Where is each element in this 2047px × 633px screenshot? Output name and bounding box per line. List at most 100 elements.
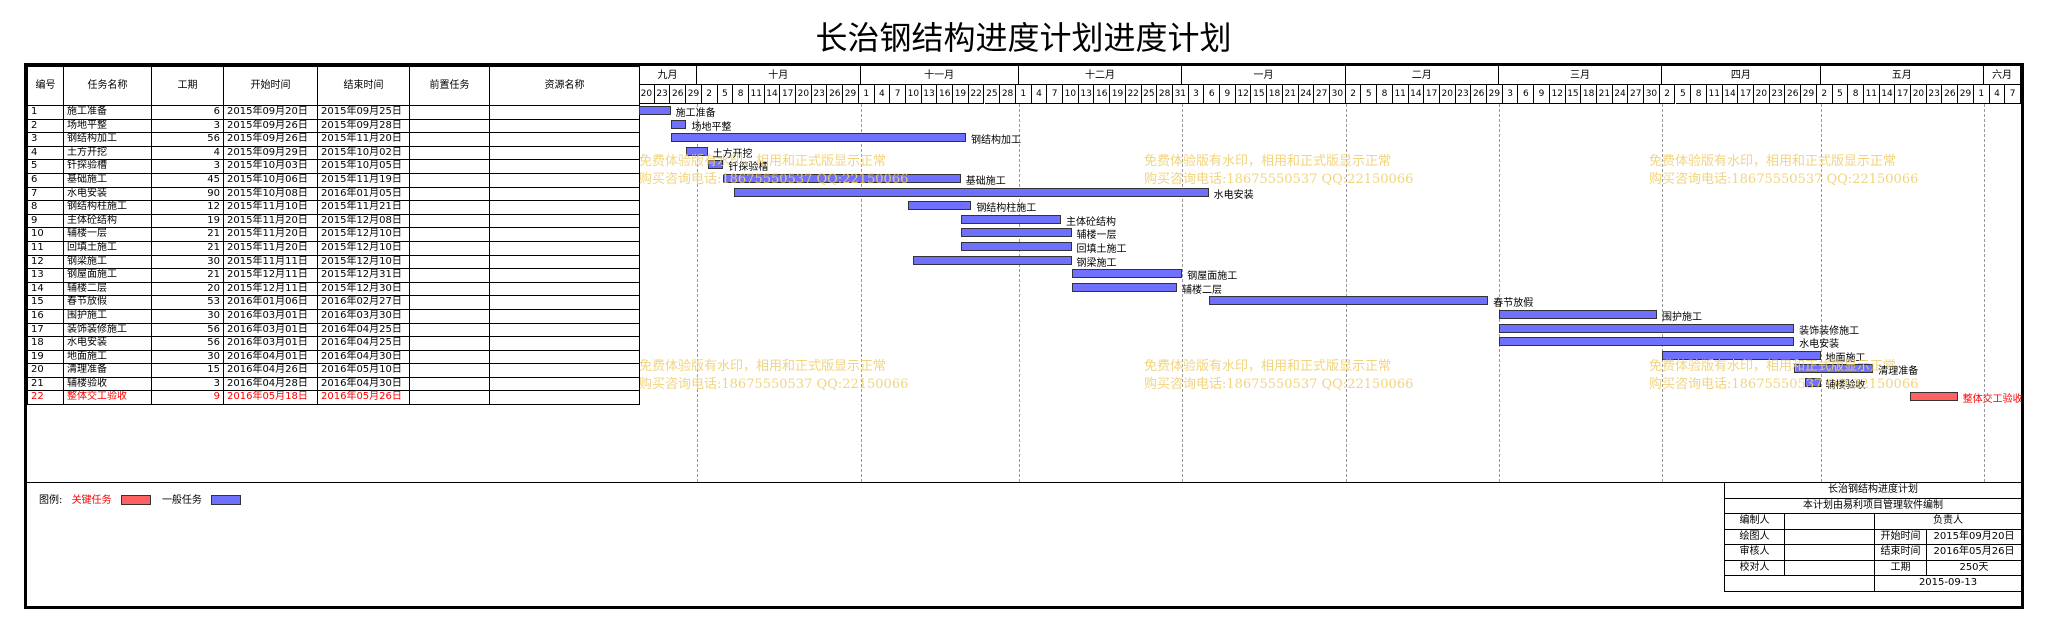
day-tick: 2 [1816,85,1833,104]
task-bar[interactable] [960,242,1072,251]
task-bar[interactable] [1498,310,1658,319]
task-bar[interactable] [1071,269,1183,279]
task-predecessor [409,213,490,229]
day-tick: 18 [1267,85,1283,104]
task-bar-label: 主体砼结构 [1065,216,1116,228]
task-bar[interactable] [1910,391,1958,401]
task-bar[interactable] [960,214,1061,224]
task-resource [489,268,640,283]
task-predecessor [409,227,490,242]
task-predecessor [409,172,490,188]
col-header-predecessor[interactable]: 前置任务 [409,66,490,106]
task-name: 钢梁施工 [63,254,152,270]
task-id: 9 [27,213,64,229]
task-bar[interactable] [960,228,1072,238]
task-bar-label: 钢结构柱施工 [976,203,1037,215]
col-header-id[interactable]: 编号 [27,66,64,106]
task-bar[interactable] [639,106,671,115]
task-bar[interactable] [1804,378,1821,387]
info-drawer-label: 绘图人 [1724,528,1785,545]
task-bar[interactable] [670,133,967,143]
task-bar[interactable] [1208,296,1489,306]
day-tick: 28 [1157,85,1173,104]
task-bar[interactable] [908,201,972,211]
task-name: 场地平整 [63,118,152,134]
task-end: 2016年02月27日 [317,295,410,310]
day-tick: 3 [1502,85,1519,104]
task-bar[interactable] [1071,282,1178,292]
task-start: 2015年11月20日 [223,227,318,242]
task-bar[interactable] [670,119,687,129]
task-resource [489,213,640,229]
task-bar[interactable] [1498,323,1795,333]
day-tick: 26 [1471,85,1488,104]
watermark: 免费体验版有水印，相用和正式版显示正常购买咨询电话:18675550537 QQ… [639,153,908,189]
task-start: 2015年09月29日 [223,145,318,161]
day-tick: 6 [1518,85,1535,104]
task-start: 2015年11月20日 [223,213,318,229]
task-bar[interactable] [707,160,724,170]
col-header-name[interactable]: 任务名称 [63,66,152,106]
day-tick: 2 [1345,85,1362,104]
day-tick: 14 [1879,85,1896,104]
task-end: 2016年04月25日 [317,336,410,351]
day-tick: 27 [1314,85,1330,104]
task-start: 2015年12月11日 [223,281,318,297]
day-tick: 3 [1188,85,1205,104]
month-header: 六月 [1984,66,2021,85]
task-start: 2016年03月01日 [223,322,318,338]
task-bar[interactable] [723,174,961,183]
col-header-end[interactable]: 结束时间 [317,66,410,106]
legend-critical-label: 关键任务 [71,495,112,506]
watermark-line: 免费体验版有水印，相用和正式版显示正常 [1649,359,1897,374]
task-start: 2015年11月10日 [223,200,318,215]
task-id: 6 [27,172,64,188]
task-start: 2015年10月06日 [223,172,318,188]
day-tick: 11 [1863,85,1880,104]
day-tick: 8 [1691,85,1707,104]
watermark-line: 免费体验版有水印，相用和正式版显示正常 [639,359,887,374]
col-header-start[interactable]: 开始时间 [223,66,318,106]
task-name: 钢结构加工 [63,132,152,147]
task-id: 17 [27,322,64,338]
day-tick: 10 [905,85,922,104]
day-tick: 1 [1015,85,1032,104]
task-bar[interactable] [1794,364,1874,374]
task-bar[interactable] [733,187,1209,197]
task-bar[interactable] [686,146,708,156]
task-predecessor [409,200,490,215]
task-bar[interactable] [913,255,1072,265]
task-name: 清理准备 [63,363,152,378]
task-bar[interactable] [1662,350,1821,360]
day-tick: 19 [953,85,969,104]
task-end: 2015年09月25日 [317,105,410,120]
task-duration: 21 [151,240,224,256]
info-editor-label: 编制人 [1724,513,1785,530]
task-duration: 9 [151,390,224,406]
col-header-resource[interactable]: 资源名称 [489,66,640,106]
col-header-duration[interactable]: 工期 [151,66,224,106]
task-bar[interactable] [1498,337,1795,347]
